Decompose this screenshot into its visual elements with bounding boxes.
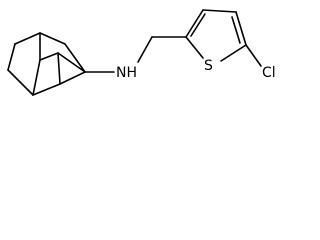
bond	[32, 83, 61, 96]
chemical-structure: NH S Cl	[7, 9, 276, 96]
bond	[220, 44, 247, 62]
bond-n-ch2	[137, 36, 153, 63]
atom-label-cl: Cl	[262, 65, 276, 81]
atom-label-s: S	[204, 58, 213, 74]
bond	[32, 59, 41, 96]
bond-c5-cl	[245, 44, 262, 67]
bond	[231, 16, 241, 44]
bond	[185, 9, 204, 38]
bond	[7, 43, 16, 71]
bond	[185, 36, 204, 59]
bond	[59, 71, 86, 85]
bond	[57, 52, 61, 85]
bond	[57, 52, 86, 73]
bond	[190, 13, 206, 37]
bond	[64, 43, 86, 73]
bond	[202, 9, 237, 13]
bond	[39, 52, 59, 61]
bond	[14, 32, 41, 45]
bond	[7, 69, 34, 96]
thiophene-ring	[185, 9, 247, 62]
adamantane-cage	[7, 32, 86, 96]
bond	[235, 11, 247, 46]
atom-label-nh: NH	[116, 65, 137, 81]
bond	[39, 32, 66, 45]
